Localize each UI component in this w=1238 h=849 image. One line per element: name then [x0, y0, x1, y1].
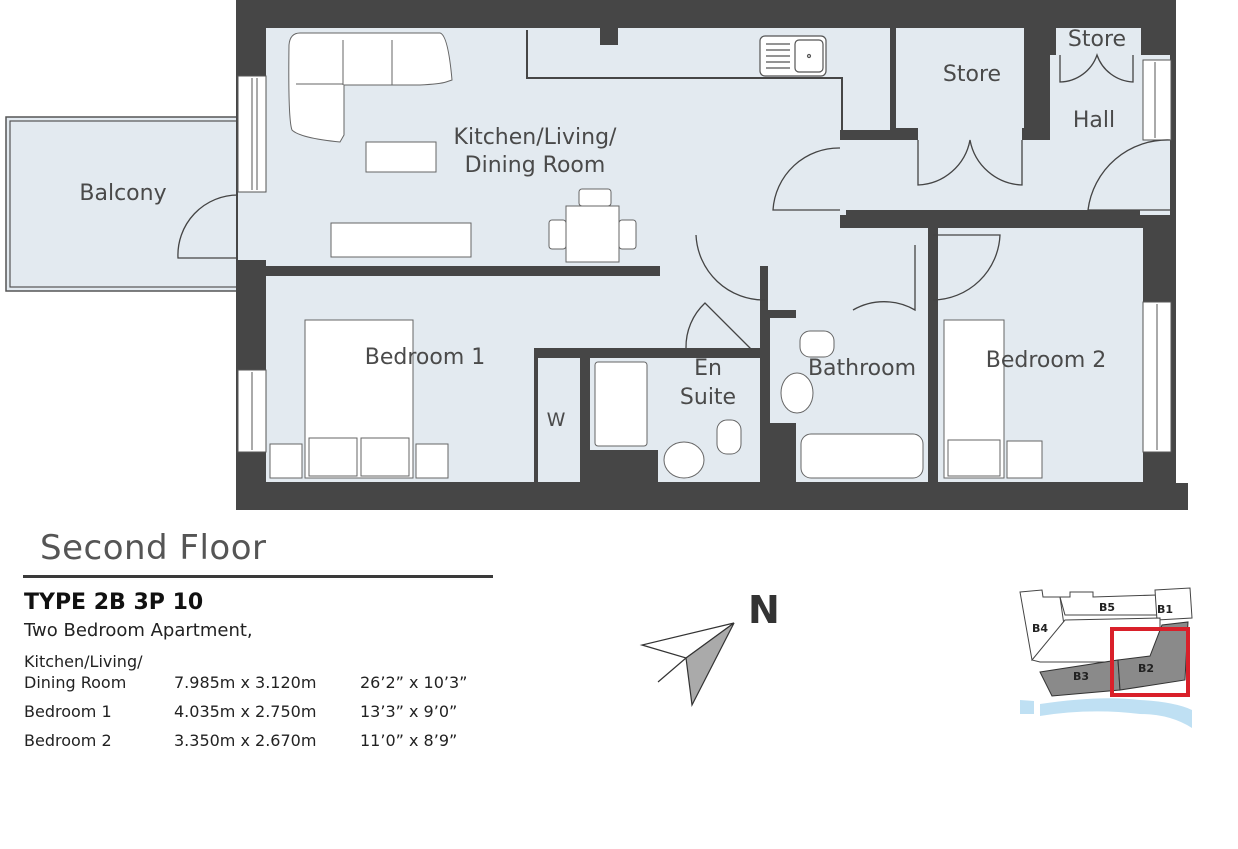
dining-table [565, 205, 620, 263]
metric-size: 3.350m x 2.670m [174, 731, 317, 750]
label-balcony: Balcony [79, 181, 167, 206]
metric-size: 7.985m x 3.120m [174, 673, 317, 692]
north-arrow-icon [639, 622, 735, 707]
room-name: Bedroom 2 [24, 731, 112, 750]
label-bedroom-1: Bedroom 1 [364, 345, 486, 370]
interior-walls [534, 210, 1140, 482]
apartment-description: Two Bedroom Apartment, [24, 620, 253, 641]
doors [177, 52, 1171, 351]
north-label: N [748, 588, 780, 632]
metric-size: 4.035m x 2.750m [174, 702, 317, 721]
imperial-size: 11’0” x 8’9” [360, 731, 458, 750]
divider [23, 575, 493, 578]
label-bathroom: Bathroom [807, 356, 917, 381]
tv-unit [330, 222, 472, 258]
label-ensuite-2: Suite [679, 385, 737, 410]
label-ensuite-1: En [694, 356, 722, 381]
label-store: Store [942, 62, 1002, 87]
label-store-small: Store [1067, 27, 1127, 52]
label-kitchen-2: Dining Room [464, 153, 606, 178]
block-label: B5 [1098, 601, 1116, 614]
label-hall: Hall [1072, 108, 1116, 133]
label-wardrobe: W [546, 409, 566, 431]
coffee-table [365, 141, 437, 173]
label-kitchen-1: Kitchen/Living/ [453, 125, 617, 150]
furniture [269, 32, 1043, 479]
label-bedroom-2: Bedroom 2 [985, 348, 1107, 373]
site-plan [1019, 587, 1193, 728]
room-name: Dining Room [24, 673, 127, 692]
sink-icon [759, 35, 827, 77]
imperial-size: 26’2” x 10’3” [360, 673, 468, 692]
room-name: Kitchen/Living/ [24, 652, 143, 671]
block-label: B1 [1156, 603, 1174, 616]
toilet-icon [716, 419, 742, 455]
block-label: B3 [1072, 670, 1090, 683]
basin-icon [663, 441, 705, 479]
apartment-type: TYPE 2B 3P 10 [24, 590, 204, 615]
room-name: Bedroom 1 [24, 702, 112, 721]
sofa-icon [288, 32, 453, 143]
bath-icon [800, 433, 924, 479]
balcony [5, 116, 239, 292]
kitchen-counter [526, 30, 843, 130]
windows [237, 59, 1172, 453]
block-label: B4 [1031, 622, 1049, 635]
block-label: B2 [1137, 662, 1155, 675]
imperial-size: 13’3” x 9’0” [360, 702, 458, 721]
floor-title: Second Floor [40, 528, 267, 568]
shower-tray [594, 361, 648, 447]
floor-plan [5, 0, 1188, 510]
